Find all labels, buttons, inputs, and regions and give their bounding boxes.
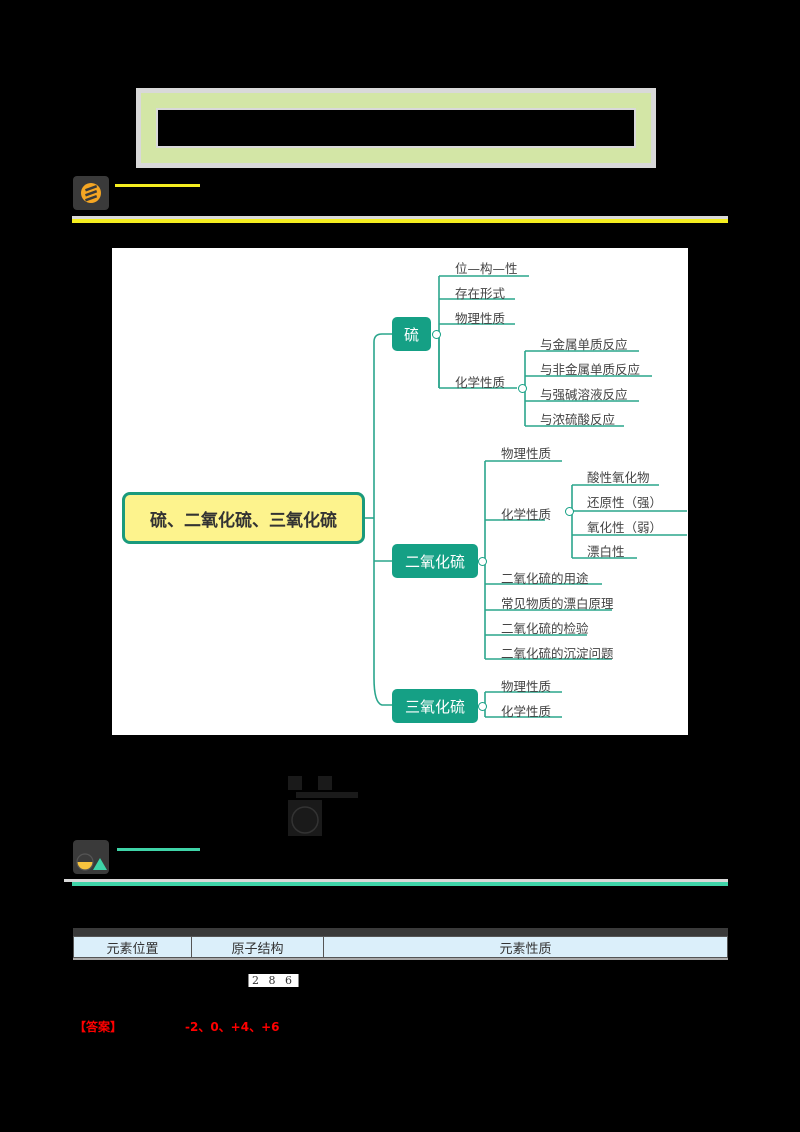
mind-map-node-sulfur-trioxide: 三氧化硫 bbox=[392, 689, 478, 723]
collapse-toggle-icon[interactable] bbox=[518, 384, 527, 393]
collapse-toggle-icon[interactable] bbox=[478, 557, 487, 566]
gear-bulb-icon bbox=[73, 176, 109, 210]
leaf-physical-properties: 物理性质 bbox=[501, 679, 552, 694]
section-divider bbox=[64, 879, 728, 882]
leaf-acidic-oxide: 酸性氧化物 bbox=[587, 470, 650, 485]
answer-text: -2、0、+4、+6 bbox=[185, 1020, 280, 1034]
leaf-so2-uses: 二氧化硫的用途 bbox=[501, 571, 589, 586]
element-table: 元素位置 原子结构 元素性质 bbox=[73, 936, 728, 958]
flask-figure bbox=[288, 776, 358, 836]
collapse-toggle-icon[interactable] bbox=[478, 702, 487, 711]
leaf-oxidizability: 氧化性（弱） bbox=[587, 520, 663, 535]
leaf-chemical-properties: 化学性质 bbox=[501, 507, 552, 522]
col-header-element-position: 元素位置 bbox=[73, 936, 192, 958]
atomic-shell-diagram: 2 8 6 bbox=[248, 974, 299, 987]
answer-label: 【答案】 bbox=[74, 1020, 123, 1034]
leaf-react-metal: 与金属单质反应 bbox=[540, 337, 628, 352]
section-divider-accent bbox=[72, 882, 728, 886]
leaf-chemical-properties: 化学性质 bbox=[501, 704, 552, 719]
document-title bbox=[156, 108, 636, 148]
collapse-toggle-icon[interactable] bbox=[432, 330, 441, 339]
leaf-bleaching-principles: 常见物质的漂白原理 bbox=[501, 596, 614, 611]
table-caption-bar bbox=[73, 928, 728, 936]
section-title-underline bbox=[115, 184, 200, 187]
leaf-chemical-properties: 化学性质 bbox=[455, 375, 506, 390]
mind-map-node-sulfur: 硫 bbox=[392, 317, 431, 351]
mind-map-node-sulfur-dioxide: 二氧化硫 bbox=[392, 544, 478, 578]
leaf-physical-properties: 物理性质 bbox=[455, 311, 506, 326]
leaf-react-strong-base: 与强碱溶液反应 bbox=[540, 387, 628, 402]
title-box-accent-border bbox=[141, 93, 651, 163]
table-row-border bbox=[73, 958, 728, 960]
title-box bbox=[136, 88, 656, 168]
col-header-element-properties: 元素性质 bbox=[323, 936, 728, 958]
mind-map-connectors bbox=[365, 275, 687, 718]
leaf-so2-precipitation: 二氧化硫的沉淀问题 bbox=[501, 646, 614, 661]
leaf-position-structure-property: 位—构—性 bbox=[455, 261, 518, 276]
flask-triangle-icon bbox=[73, 840, 109, 874]
leaf-react-nonmetal: 与非金属单质反应 bbox=[540, 362, 641, 377]
leaf-bleaching: 漂白性 bbox=[587, 544, 625, 559]
leaf-physical-properties: 物理性质 bbox=[501, 446, 552, 461]
section-divider bbox=[72, 216, 728, 219]
section-title-underline bbox=[117, 848, 200, 851]
leaf-existence-form: 存在形式 bbox=[455, 286, 506, 301]
mind-map: 硫、二氧化硫、三氧化硫 硫 位—构—性 存在形式 物理性质 化学性质 与金属单质… bbox=[112, 248, 688, 735]
mind-map-root-node: 硫、二氧化硫、三氧化硫 bbox=[122, 492, 365, 544]
leaf-react-conc-sulfuric: 与浓硫酸反应 bbox=[540, 412, 616, 427]
col-header-atomic-structure: 原子结构 bbox=[191, 936, 324, 958]
section-divider-accent bbox=[72, 219, 728, 223]
leaf-reducibility: 还原性（强） bbox=[587, 495, 663, 510]
collapse-toggle-icon[interactable] bbox=[565, 507, 574, 516]
leaf-so2-detection: 二氧化硫的检验 bbox=[501, 621, 589, 636]
